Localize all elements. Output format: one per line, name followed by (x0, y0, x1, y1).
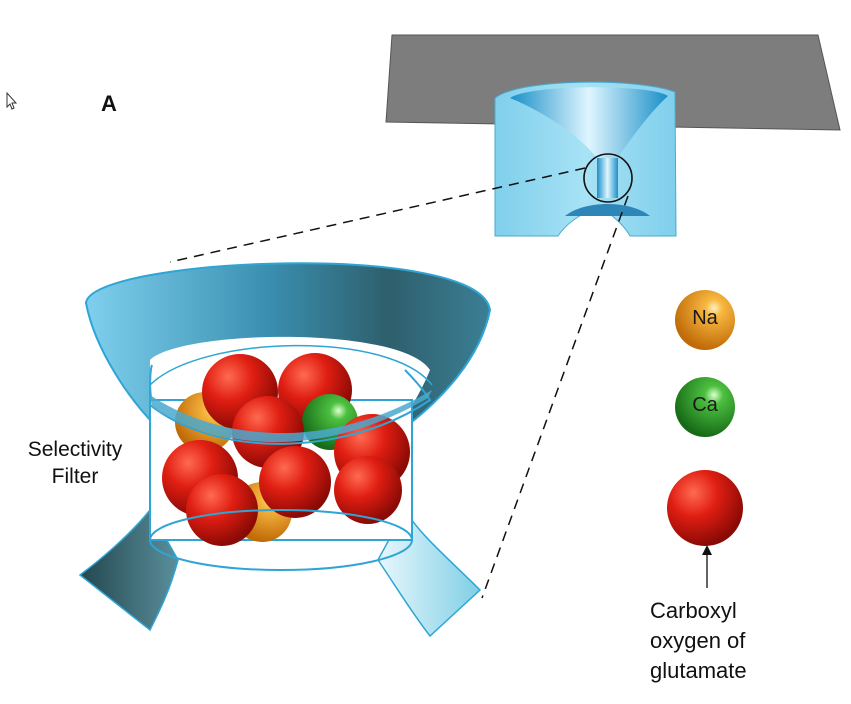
funnel-rim-back (149, 344, 433, 386)
zoom-circle (583, 153, 633, 203)
legend-na-label: Na (692, 307, 718, 329)
carboxyl-line3: glutamate (650, 658, 747, 683)
selectivity-filter-line1: Selectivity (27, 438, 123, 461)
channel-pore (597, 158, 618, 198)
oxygen-pointer-head (702, 545, 712, 555)
legend-calcium-sphere (675, 377, 735, 437)
carboxyl-line1: Carboxyl (650, 598, 737, 623)
channel-vestibule (510, 87, 668, 160)
channel-mouth (565, 204, 650, 216)
oxygen-atom (334, 456, 402, 524)
oxygen-atom (186, 474, 258, 546)
cursor-arrow-icon (6, 91, 18, 110)
oxygen-atom (259, 446, 331, 518)
zoom-line-upper (169, 167, 586, 263)
funnel-rim-front (149, 364, 153, 411)
panel-letter: A (101, 91, 117, 116)
filter-bottom-ring (149, 509, 413, 571)
zoom-line-lower (481, 195, 629, 599)
legend-ca-label: Ca (692, 394, 718, 416)
carboxyl-oxygen-label: Carboxyl oxygen of glutamate (650, 596, 747, 686)
selectivity-filter-line2: Filter (51, 465, 99, 488)
legend-sodium-sphere (675, 290, 735, 350)
funnel-inner-front (149, 369, 432, 445)
filter-leg-right (377, 508, 482, 638)
selectivity-filter-label: Selectivity Filter (20, 436, 130, 490)
carboxyl-line2: oxygen of (650, 628, 746, 653)
funnel-lip (150, 390, 432, 443)
legend-oxygen-sphere (667, 470, 743, 546)
